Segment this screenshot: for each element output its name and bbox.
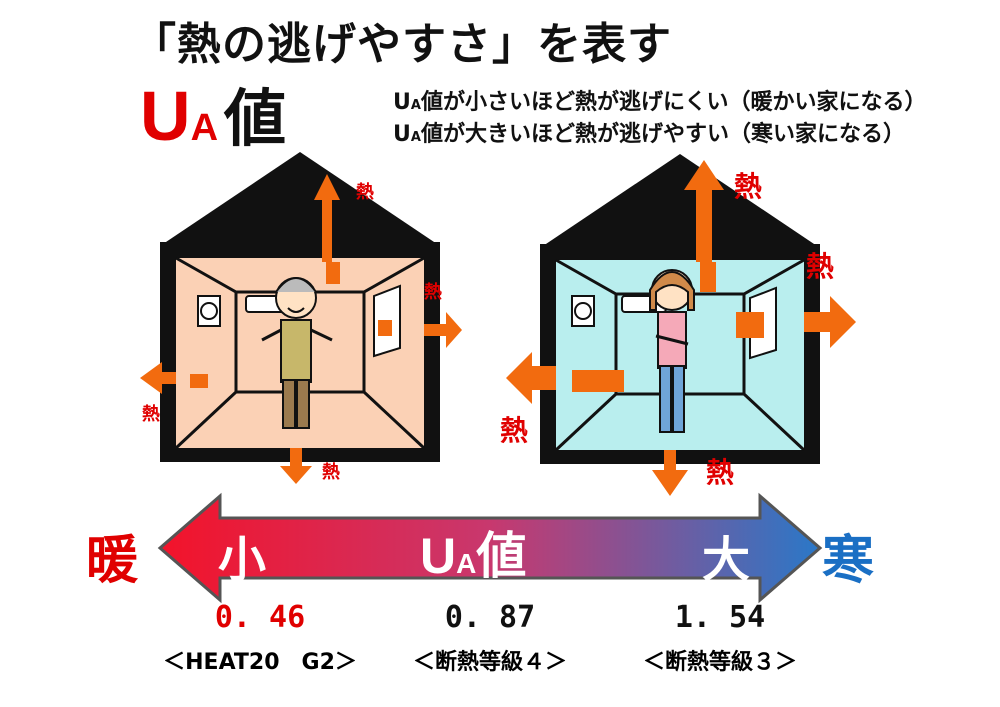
heat-loss-wall-mark: [736, 312, 764, 338]
scale-center-u: U: [420, 528, 457, 584]
ua-logo-value: 値: [224, 82, 287, 155]
heat-arrow-right: [424, 312, 462, 348]
small-label: 小: [218, 532, 267, 588]
scale-center-a: A: [456, 548, 477, 579]
shivering-person-icon: [649, 269, 695, 433]
heat-label: 熱: [424, 281, 442, 303]
description-a: A: [410, 130, 421, 145]
cold-room-floor-line: [554, 392, 618, 452]
ua-logo: UA値: [140, 68, 286, 158]
heat-label: 熱: [322, 461, 340, 483]
description-large: UA値が大きいほど熱が逃げやすい（寒い家になる）: [393, 116, 905, 148]
description-text: 値が小さいほど熱が逃げにくい（暖かい家になる）: [420, 90, 927, 115]
fan-grille: [574, 302, 592, 320]
ua-value-grade4: 0. 87: [444, 600, 536, 635]
heat-arrow-left: [140, 362, 176, 394]
heat-arrow-down: [280, 448, 312, 484]
ventilation-fan-icon: [571, 295, 595, 327]
heat-loss-wall-mark: [572, 370, 624, 392]
cold-room-floor-line: [742, 392, 806, 452]
cold-house-roof: [540, 154, 820, 248]
description-a: A: [410, 98, 421, 113]
cold-label: 寒: [822, 531, 875, 591]
cold-house: 熱 熱 熱 熱: [500, 154, 856, 496]
warm-house: 熱 熱 熱 熱: [140, 152, 462, 484]
smiling-person-icon: [261, 277, 333, 429]
large-label: 大: [702, 532, 751, 588]
scale-center-label: UA値: [420, 516, 526, 588]
description-text: 値が大きいほど熱が逃げやすい（寒い家になる）: [420, 122, 905, 147]
grade-4: ＜断熱等級４＞: [412, 650, 567, 675]
warm-room-floor-line: [362, 390, 426, 450]
heat-loss-wall-mark: [190, 374, 208, 388]
ventilation-fan-icon: [197, 295, 221, 327]
grade-heat20: ＜HEAT20 G2＞: [163, 650, 357, 675]
heat-arrow-right: [804, 296, 856, 348]
description-u: U: [393, 122, 411, 147]
heat-loss-wall-mark: [378, 320, 392, 336]
heat-label: 熱: [500, 414, 528, 447]
ua-scale-arrow: [157, 492, 823, 604]
ua-logo-u: U: [140, 77, 191, 155]
ua-logo-a: A: [190, 107, 219, 149]
grade-3: ＜断熱等級３＞: [642, 650, 797, 675]
warm-room-floor-line: [174, 390, 238, 450]
ua-value-grade3: 1. 54: [674, 600, 766, 635]
heat-label: 熱: [734, 170, 762, 203]
page-title: 「熱の逃げやすさ」を表す: [132, 19, 672, 70]
heat-label: 熱: [356, 181, 374, 203]
description-small: UA値が小さいほど熱が逃げにくい（暖かい家になる）: [393, 84, 927, 116]
ua-value-heat20: 0. 46: [214, 600, 306, 635]
heat-loss-roof-mark: [326, 262, 340, 284]
warm-label: 暖: [86, 531, 139, 591]
heat-arrow-up: [314, 174, 340, 262]
scale-center-value: 値: [476, 527, 527, 585]
heat-label: 熱: [706, 456, 734, 489]
fan-grille: [200, 302, 218, 320]
warm-house-roof: [160, 152, 440, 246]
heat-label: 熱: [806, 250, 834, 283]
heat-arrow-up: [684, 160, 724, 262]
heat-arrow-down: [652, 450, 688, 496]
description-u: U: [393, 90, 411, 115]
heat-label: 熱: [142, 403, 160, 425]
heat-loss-roof-mark: [700, 262, 716, 292]
heat-arrow-left: [506, 352, 556, 404]
